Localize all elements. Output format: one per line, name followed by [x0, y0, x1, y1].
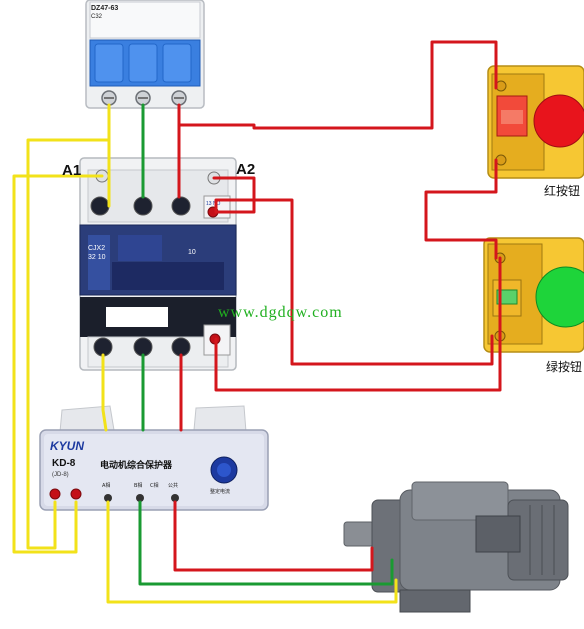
- wire-yellow-t1-to-protector: [101, 353, 108, 432]
- motor-shaft: [343, 521, 375, 547]
- motor-foot: [399, 589, 471, 613]
- terminal-a2-label: A2: [236, 161, 255, 178]
- protector-b-terminal: [136, 494, 144, 502]
- wire-green-protector-to-motor: [138, 500, 394, 586]
- contactor-aux-marker: 10: [188, 249, 196, 256]
- protector-a-terminal: [104, 494, 112, 502]
- wire-yellow-a1-coil: [12, 174, 104, 554]
- green-button-label: 绿按钮: [546, 360, 583, 374]
- red-button-cap: [533, 94, 584, 148]
- wire-red-a2-to-aux: [212, 176, 256, 214]
- protector-model: KD-8: [52, 458, 76, 469]
- protector-phase-a: A相: [102, 482, 110, 489]
- protector-title: 电动机综合保护器: [100, 459, 173, 471]
- gear-motor: [343, 481, 569, 613]
- contactor-t1-screw: [93, 337, 113, 357]
- protector-c-terminal: [171, 494, 179, 502]
- terminal-a1-label: A1: [62, 162, 81, 179]
- wire-yellow-l1-breaker-to-contactor: [26, 103, 111, 550]
- watermark: www.dgdqw.com: [218, 304, 343, 321]
- contactor-l1-screw: [90, 196, 110, 216]
- wire-yellow-protector-to-motor: [106, 500, 398, 604]
- wire-red-green-button-to-aux-bottom: [214, 256, 502, 392]
- red-button-unit: [487, 65, 584, 179]
- wire-red-button-to-green-button: [424, 158, 498, 260]
- motor-protector: KYUN KD-8 (JD-8) 电动机综合保护器 A相 B相 C相 公共 整定…: [39, 405, 269, 511]
- contactor-t3-screw: [171, 337, 191, 357]
- contactor: CJX2 32 10 10 13 NO: [79, 157, 237, 371]
- wire-red-aux-to-green-button: [214, 198, 494, 366]
- aux-terminal-label: 13 NO: [206, 201, 221, 207]
- contactor-model: CJX2: [88, 245, 105, 252]
- wire-red-protector-to-motor: [173, 500, 374, 572]
- green-button-cap: [535, 266, 584, 328]
- protector-phase-c: C相: [150, 482, 159, 489]
- green-contact-block: [496, 289, 518, 305]
- contactor-l2-screw: [133, 196, 153, 216]
- breaker-model: DZ47-63: [91, 5, 118, 12]
- contactor-model-line2: 32 10: [88, 254, 106, 261]
- contactor-l3-screw: [171, 196, 191, 216]
- protector-knob-caption: 整定电流: [210, 488, 230, 495]
- breaker-rating: C32: [91, 14, 103, 20]
- motor-junction-box: [475, 515, 521, 553]
- protector-model-sub: (JD-8): [52, 472, 69, 478]
- wire-red-breaker-to-red-button: [177, 40, 498, 130]
- protector-brand: KYUN: [50, 439, 84, 453]
- circuit-breaker: DZ47-63 C32: [85, 0, 205, 109]
- red-button-label: 红按钮: [544, 184, 581, 198]
- contactor-t2-screw: [133, 337, 153, 357]
- protector-phase-b: B相: [134, 482, 142, 489]
- contactor-nameplate: [106, 307, 168, 327]
- wires: [12, 40, 502, 604]
- protector-common: 公共: [168, 482, 178, 489]
